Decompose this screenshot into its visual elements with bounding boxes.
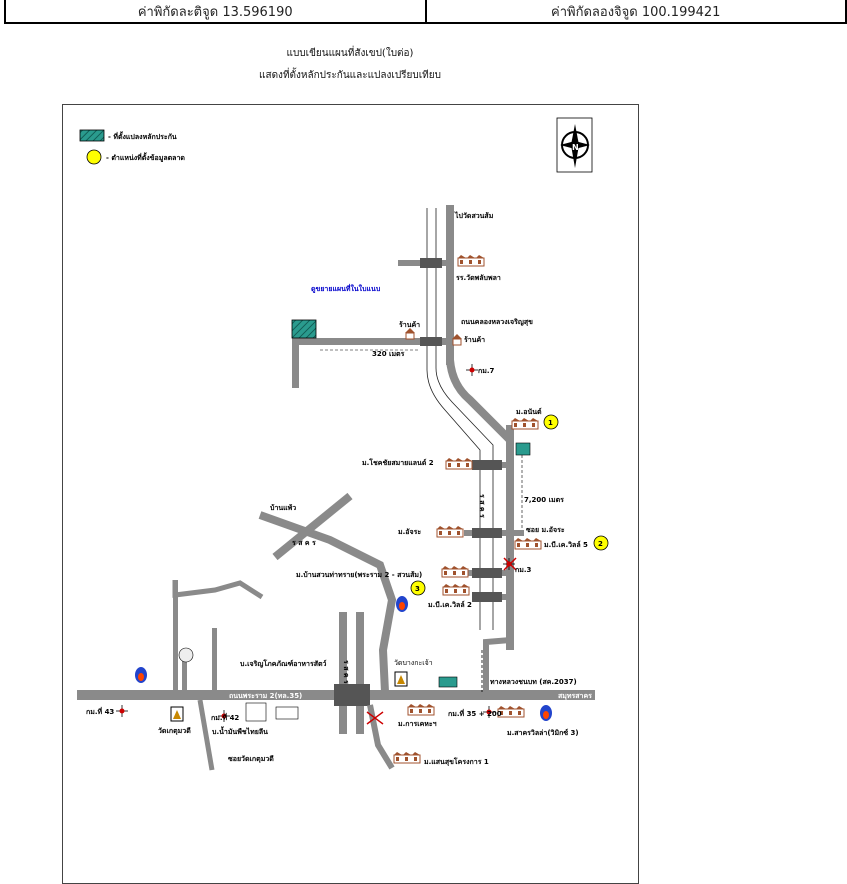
map-legend: - ที่ตั้งแปลงหลักประกัน - ตำแหน่งที่ตั้ง…	[79, 129, 185, 165]
north-arrow-icon: N	[556, 117, 593, 173]
svg-text:1: 1	[548, 419, 553, 427]
svg-text:320 เมตร: 320 เมตร	[372, 350, 405, 358]
market-legend-marker	[86, 149, 102, 165]
svg-text:ร้านค้า: ร้านค้า	[399, 320, 420, 329]
svg-text:กม.ที่ 35 + 200: กม.ที่ 35 + 200	[448, 708, 502, 718]
svg-text:ร ส ค ร: ร ส ค ร	[342, 660, 350, 684]
svg-text:2: 2	[598, 540, 603, 548]
svg-text:ถนนพระราม 2(ทล.35): ถนนพระราม 2(ทล.35)	[229, 692, 302, 700]
svg-text:ม.อัจระ: ม.อัจระ	[398, 528, 421, 536]
svg-text:ม.บ้านสวนท่าทราย(พระราม 2 - สว: ม.บ้านสวนท่าทราย(พระราม 2 - สวนส้ม)	[296, 570, 422, 579]
svg-text:วัดเกตุมวดี: วัดเกตุมวดี	[158, 727, 191, 735]
svg-text:ถนนคลองหลวงเจริญสุข: ถนนคลองหลวงเจริญสุข	[461, 318, 533, 326]
svg-text:ร ส ค ร: ร ส ค ร	[292, 539, 316, 547]
svg-text:ทางหลวงชนบท (สค.2037): ทางหลวงชนบท (สค.2037)	[490, 678, 577, 686]
svg-text:ม.แสนสุขโครงการ 1: ม.แสนสุขโครงการ 1	[424, 757, 489, 766]
svg-text:วัดบางกะเจ้า: วัดบางกะเจ้า	[394, 659, 433, 667]
svg-text:ม.โชคชัยสมายแลนด์ 2: ม.โชคชัยสมายแลนด์ 2	[362, 458, 434, 467]
svg-text:N: N	[572, 143, 579, 152]
legend-collateral-label: - ที่ตั้งแปลงหลักประกัน	[108, 130, 177, 141]
map-title: แบบเขียนแผนที่สังเขป(ใบต่อ)	[286, 48, 414, 59]
svg-text:กม.ที่ 42: กม.ที่ 42	[211, 712, 239, 722]
legend-market-label: - ตำแหน่งที่ตั้งข้อมูลตลาด	[106, 151, 185, 163]
svg-text:ซอย ม.อัจระ: ซอย ม.อัจระ	[526, 526, 565, 534]
market-marker-1	[543, 414, 559, 430]
svg-text:บ.น้ำมันพืชไทยลีน: บ.น้ำมันพืชไทยลีน	[212, 725, 268, 736]
road-network	[77, 205, 595, 771]
coordinate-bar: ค่าพิกัดละติจูด 13.596190 ค่าพิกัดลองจิจ…	[4, 0, 847, 24]
market-marker-3	[410, 580, 426, 596]
market-markers: 1 2 3	[410, 414, 609, 596]
svg-text:ม.สาครวิลล่า(วิมิกซ์ 3): ม.สาครวิลล่า(วิมิกซ์ 3)	[507, 728, 579, 737]
svg-text:3: 3	[415, 585, 420, 593]
map-labels: ไปวัดสวนส้ม รร.วัดพลับพลา ดูขยายแผนที่ใน…	[86, 211, 592, 766]
svg-text:ไปวัดสวนส้ม: ไปวัดสวนส้ม	[454, 211, 494, 220]
map-subtitle: แสดงที่ตั้งหลักประกันและแปลงเปรียบเทียบ	[259, 70, 441, 81]
collateral-parcel	[291, 319, 317, 339]
latitude-value: ค่าพิกัดละติจูด 13.596190	[137, 4, 293, 20]
svg-text:ดูขยายแผนที่ในใบแนบ: ดูขยายแผนที่ในใบแนบ	[311, 283, 381, 294]
market-marker-2	[593, 535, 609, 551]
svg-text:ม.อนันต์: ม.อนันต์	[516, 407, 542, 416]
svg-text:ม.บี.เค.วิลล์ 2: ม.บี.เค.วิลล์ 2	[428, 600, 472, 609]
svg-text:สมุทรสาคร: สมุทรสาคร	[558, 692, 592, 700]
svg-text:กม.7: กม.7	[478, 367, 495, 375]
svg-text:ซอยวัดเกตุมวดี: ซอยวัดเกตุมวดี	[228, 755, 274, 763]
svg-text:กม.ที่ 43: กม.ที่ 43	[86, 706, 114, 716]
svg-text:ร้านค้า: ร้านค้า	[464, 335, 485, 344]
landmarks	[115, 254, 552, 764]
svg-text:ร ส ค ร: ร ส ค ร	[478, 494, 486, 518]
svg-text:ม.บี.เค.วิลล์ 5: ม.บี.เค.วิลล์ 5	[544, 540, 588, 549]
map-frame	[62, 104, 639, 884]
svg-text:บ้านแพ้ว: บ้านแพ้ว	[270, 503, 296, 512]
svg-text:7,200 เมตร: 7,200 เมตร	[524, 496, 564, 504]
collateral-legend-swatch	[79, 129, 105, 142]
svg-text:รร.วัดพลับพลา: รร.วัดพลับพลา	[456, 274, 501, 282]
svg-text:ม.การเคหะฯ: ม.การเคหะฯ	[398, 720, 437, 728]
svg-text:บ.เจริญโภคภัณฑ์อาหารสัตว์: บ.เจริญโภคภัณฑ์อาหารสัตว์	[240, 659, 327, 668]
svg-text:กม.3: กม.3	[515, 566, 532, 574]
longitude-value: ค่าพิกัดลองจิจูด 100.199421	[424, 0, 846, 22]
